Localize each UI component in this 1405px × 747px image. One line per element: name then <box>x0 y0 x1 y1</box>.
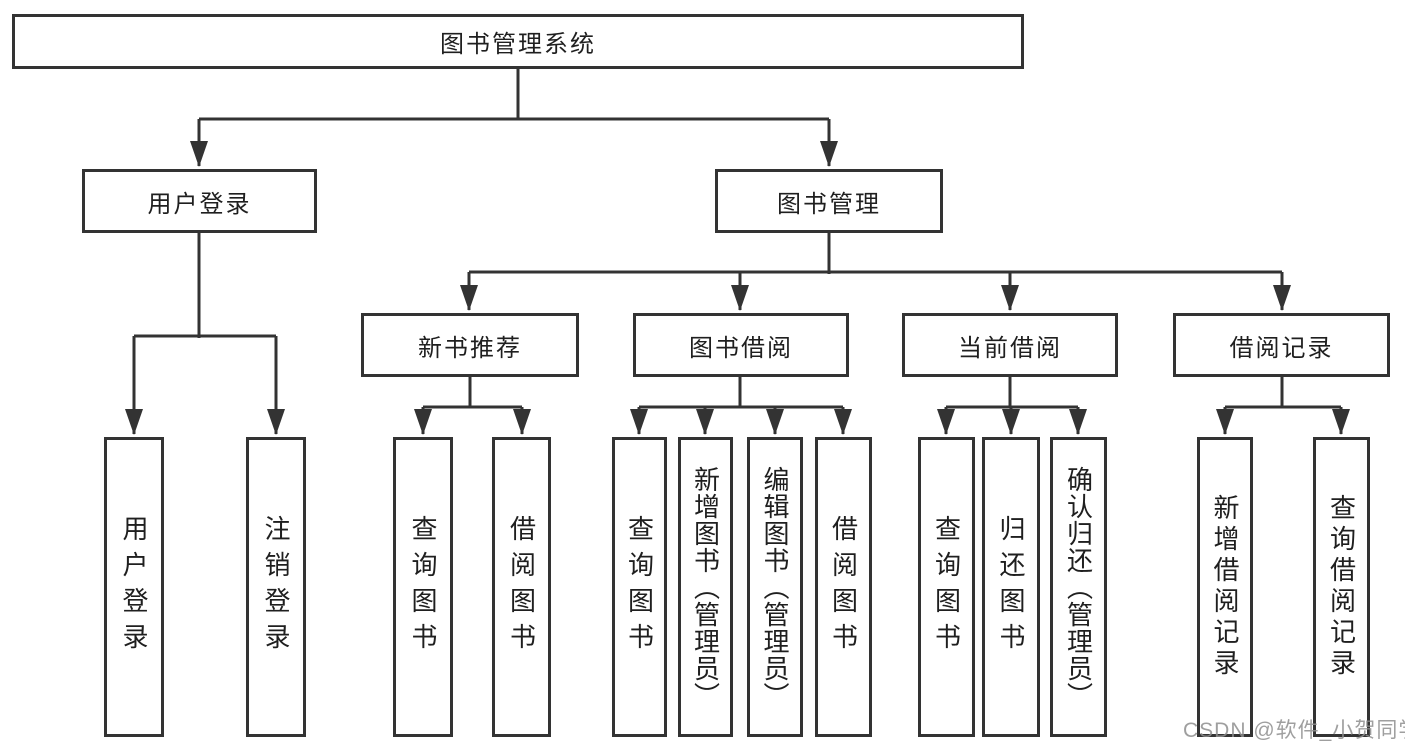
node-borrowing-records: 借阅记录 <box>1173 313 1390 377</box>
leaf-borrow-books-borrowing: 借阅图书 <box>815 437 872 737</box>
node-user-login-label: 用户登录 <box>147 190 252 218</box>
leaf-query-books-current-label: 查询图书 <box>931 515 962 659</box>
leaf-edit-books-admin-label: 编辑图书（管理员） <box>760 465 790 709</box>
leaf-query-books-current: 查询图书 <box>918 437 975 737</box>
leaf-logout-label: 注销登录 <box>261 515 291 659</box>
node-book-borrowing: 图书借阅 <box>633 313 849 377</box>
leaf-borrow-books-recommend-label: 借阅图书 <box>506 515 537 659</box>
leaf-query-borrow-record-label: 查询借阅记录 <box>1326 494 1357 680</box>
node-new-book-recommendation-label: 新书推荐 <box>418 334 522 362</box>
node-book-management-label: 图书管理 <box>777 190 881 218</box>
leaf-borrow-books-recommend: 借阅图书 <box>492 437 551 737</box>
leaf-logout: 注销登录 <box>246 437 306 737</box>
leaf-query-books-recommend-label: 查询图书 <box>408 515 438 659</box>
leaf-query-books-borrowing-label: 查询图书 <box>624 515 655 659</box>
leaf-add-borrow-record: 新增借阅记录 <box>1197 437 1253 737</box>
leaf-add-books-admin: 新增图书（管理员） <box>678 437 733 737</box>
node-new-book-recommendation: 新书推荐 <box>361 313 579 377</box>
leaf-user-login-label: 用户登录 <box>119 515 149 659</box>
leaf-add-books-admin-label: 新增图书（管理员） <box>690 465 721 709</box>
leaf-return-books-label: 归还图书 <box>996 515 1026 659</box>
node-book-management: 图书管理 <box>715 169 943 233</box>
node-user-login: 用户登录 <box>82 169 317 233</box>
node-book-borrowing-label: 图书借阅 <box>689 334 793 362</box>
leaf-query-books-borrowing: 查询图书 <box>612 437 667 737</box>
leaf-confirm-return-admin: 确认归还（管理员） <box>1050 437 1107 737</box>
leaf-borrow-books-borrowing-label: 借阅图书 <box>828 515 859 659</box>
leaf-edit-books-admin: 编辑图书（管理员） <box>747 437 803 737</box>
leaf-user-login: 用户登录 <box>104 437 164 737</box>
node-current-borrowing-label: 当前借阅 <box>958 334 1062 362</box>
node-library-management-system: 图书管理系统 <box>12 14 1024 69</box>
csdn-watermark: CSDN @软件_小贺同学 <box>1183 719 1405 742</box>
node-current-borrowing: 当前借阅 <box>902 313 1118 377</box>
node-borrowing-records-label: 借阅记录 <box>1229 334 1334 362</box>
leaf-query-borrow-record: 查询借阅记录 <box>1313 437 1370 737</box>
leaf-return-books: 归还图书 <box>982 437 1040 737</box>
leaf-confirm-return-admin-label: 确认归还（管理员） <box>1063 465 1094 709</box>
leaf-add-borrow-record-label: 新增借阅记录 <box>1210 494 1240 680</box>
leaf-query-books-recommend: 查询图书 <box>393 437 453 737</box>
node-library-management-system-label: 图书管理系统 <box>440 31 596 58</box>
